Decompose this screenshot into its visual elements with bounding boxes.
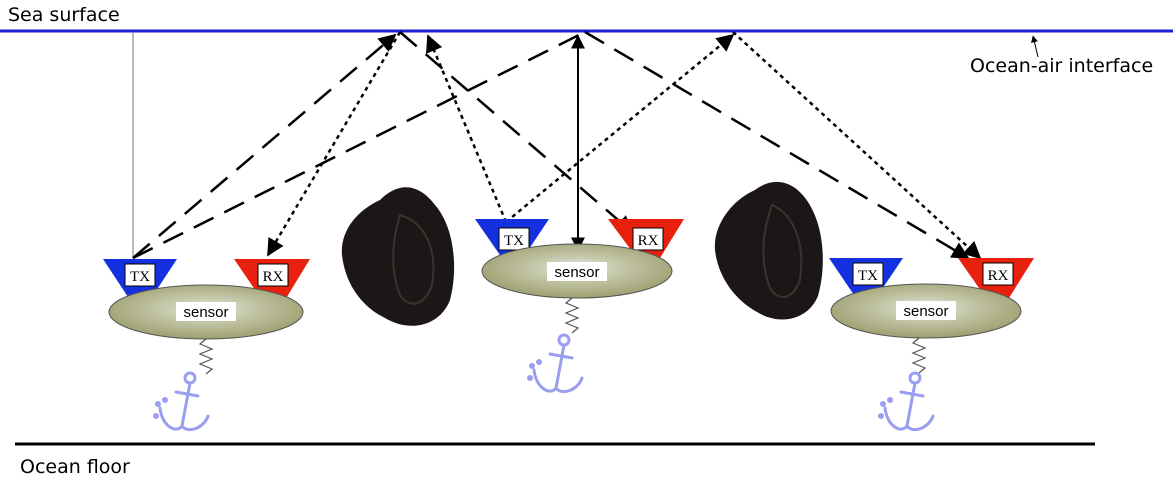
sensor-node-2: TX RX sensor <box>475 219 684 334</box>
tx-label-3: TX <box>858 268 878 284</box>
path-dashed-4 <box>584 30 970 260</box>
sensor-label-1: sensor <box>183 304 228 321</box>
anchor-icon <box>153 371 210 432</box>
path-dotted-3 <box>505 33 735 223</box>
rx-label-3: RX <box>988 268 1009 284</box>
tx-label-2: TX <box>504 233 524 249</box>
rock-obstacle-2 <box>714 181 823 320</box>
ocean-floor-label: Ocean floor <box>20 456 130 478</box>
path-dashed-1 <box>132 33 397 259</box>
anchor-icon <box>878 371 935 432</box>
spring-tether-1 <box>198 338 214 375</box>
ocean-air-interface-label: Ocean-air interface <box>970 55 1154 77</box>
sensor-label-2: sensor <box>554 264 599 281</box>
path-dashed-2 <box>399 31 634 234</box>
sea-surface-label: Sea surface <box>8 4 120 26</box>
tx-label-1: TX <box>130 269 150 285</box>
anchor-icon <box>527 333 584 394</box>
rx-label-2: RX <box>638 233 659 249</box>
sensor-label-3: sensor <box>903 303 948 320</box>
rx-label-1: RX <box>263 269 284 285</box>
spring-tether-2 <box>564 297 580 334</box>
path-dotted-1 <box>266 31 402 257</box>
signal-paths <box>132 30 982 260</box>
rock-obstacle-1 <box>341 187 455 326</box>
sensor-node-3: TX RX sensor <box>829 258 1034 374</box>
sensor-node-1: TX RX sensor <box>103 259 310 375</box>
path-dashed-3 <box>132 30 586 260</box>
spring-tether-3 <box>911 337 927 374</box>
path-dotted-2 <box>426 34 508 223</box>
interface-pointer-arrow <box>1031 35 1039 58</box>
